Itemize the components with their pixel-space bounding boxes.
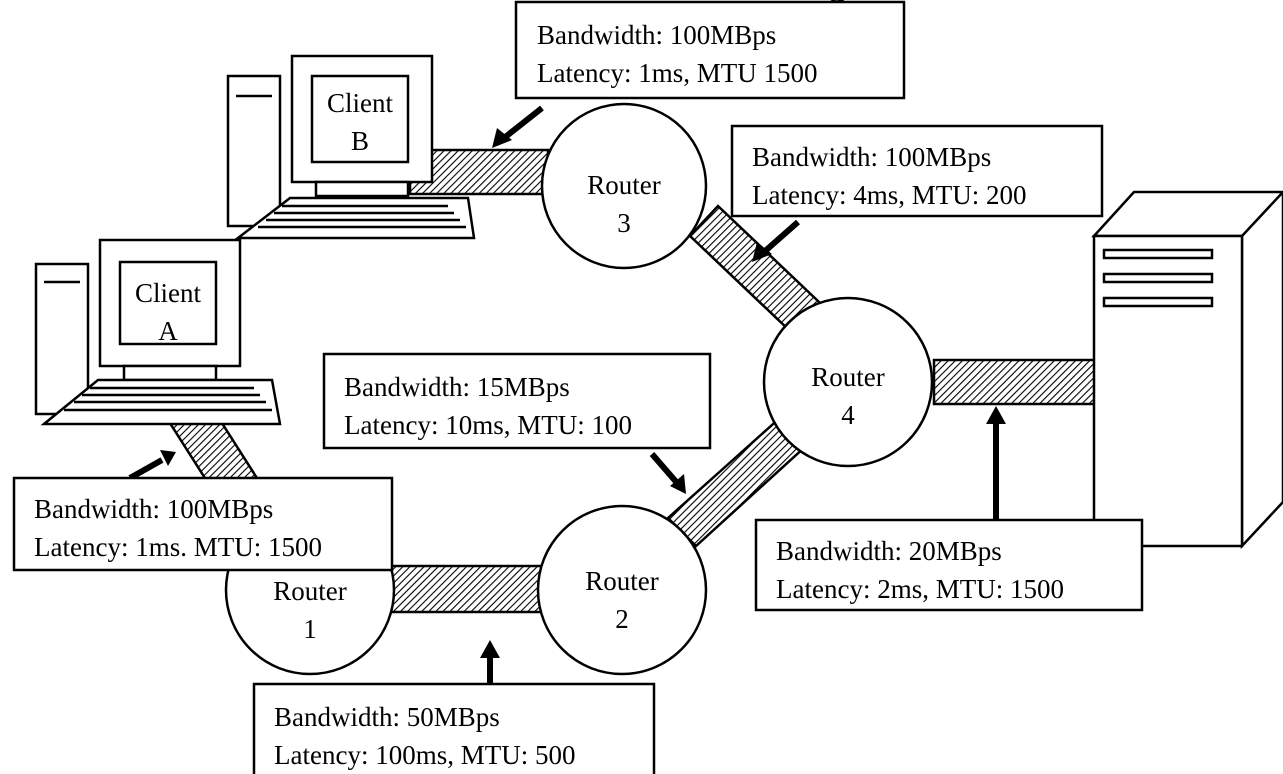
client-b-label-line2: B bbox=[351, 126, 369, 156]
link-bandwidth: Bandwidth: 100MBps bbox=[752, 142, 991, 172]
link-label-router3-router4: Bandwidth: 100MBps Latency: 4ms, MTU: 20… bbox=[730, 124, 1104, 218]
arrow-router1-router2 bbox=[480, 640, 500, 684]
link-label-clienta-router1: Bandwidth: 100MBps Latency: 1ms. MTU: 15… bbox=[12, 476, 394, 572]
link-label-router2-router4: Bandwidth: 15MBps Latency: 10ms, MTU: 10… bbox=[322, 352, 712, 450]
arrow-router4-server bbox=[986, 406, 1006, 520]
router-1-label-line1: Router bbox=[273, 576, 347, 606]
link-latency-mtu: Latency: 4ms, MTU: 200 bbox=[752, 180, 1026, 210]
link-label-clientb-router3: Bandwidth: 100MBps Latency: 1ms, MTU 150… bbox=[514, 0, 906, 100]
arrow-router2-router4 bbox=[649, 452, 686, 494]
link-latency-mtu: Latency: 1ms, MTU 1500 bbox=[537, 58, 817, 88]
link-bandwidth: Bandwidth: 100MBps bbox=[34, 494, 273, 524]
client-b-label-line1: Client bbox=[327, 88, 393, 118]
client-a-screen bbox=[118, 260, 218, 346]
arrow-clientb-router3 bbox=[492, 105, 544, 148]
client-a-computer: Client A bbox=[34, 238, 282, 426]
router-3: Router 3 bbox=[540, 102, 708, 270]
server-drive-bay bbox=[1102, 296, 1214, 308]
router-4-label-line1: Router bbox=[811, 362, 885, 392]
router-3-circle bbox=[540, 102, 708, 270]
client-a-tower bbox=[34, 262, 90, 416]
router-3-label-line1: Router bbox=[587, 170, 661, 200]
link-bandwidth: Bandwidth: 100MBps bbox=[537, 20, 776, 50]
link-bandwidth: Bandwidth: 50MBps bbox=[274, 702, 500, 732]
link-latency-mtu: Latency: 10ms, MTU: 100 bbox=[344, 410, 632, 440]
router-4: Router 4 bbox=[762, 296, 934, 468]
server-tower bbox=[1091, 190, 1283, 550]
server-drive-bay bbox=[1102, 272, 1214, 284]
router-1-label-line2: 1 bbox=[303, 614, 317, 644]
link-latency-mtu: Latency: 100ms, MTU: 500 bbox=[274, 740, 575, 770]
link-latency-mtu: Latency: 1ms. MTU: 1500 bbox=[34, 532, 322, 562]
router-4-circle bbox=[762, 296, 934, 468]
client-b-tower bbox=[226, 74, 282, 228]
link-band-router4-server bbox=[932, 358, 1098, 406]
router-4-label-line2: 4 bbox=[841, 400, 855, 430]
router-2-label-line1: Router bbox=[585, 566, 659, 596]
link-band-router1-router2 bbox=[386, 564, 544, 614]
client-a-label-line1: Client bbox=[135, 278, 201, 308]
arrow-router3-router4 bbox=[752, 219, 800, 262]
router-2: Router 2 bbox=[536, 504, 708, 676]
arrow-clienta-router1 bbox=[128, 450, 176, 481]
link-bandwidth: Bandwidth: 20MBps bbox=[776, 536, 1002, 566]
router-3-label-line2: 3 bbox=[617, 208, 631, 238]
client-b-computer: Client B bbox=[226, 54, 476, 240]
link-label-router1-router2: Bandwidth: 50MBps Latency: 100ms, MTU: 5… bbox=[252, 682, 656, 774]
router-2-circle bbox=[536, 504, 708, 676]
link-label-router4-server: Bandwidth: 20MBps Latency: 2ms, MTU: 150… bbox=[754, 518, 1144, 612]
server-drive-bay bbox=[1102, 248, 1214, 260]
link-bandwidth: Bandwidth: 15MBps bbox=[344, 372, 570, 402]
router-2-label-line2: 2 bbox=[615, 604, 629, 634]
link-latency-mtu: Latency: 2ms, MTU: 1500 bbox=[776, 574, 1064, 604]
client-b-screen bbox=[310, 74, 410, 164]
link-band-clienta-router1 bbox=[165, 418, 265, 488]
client-a-label-line2: A bbox=[158, 316, 178, 346]
